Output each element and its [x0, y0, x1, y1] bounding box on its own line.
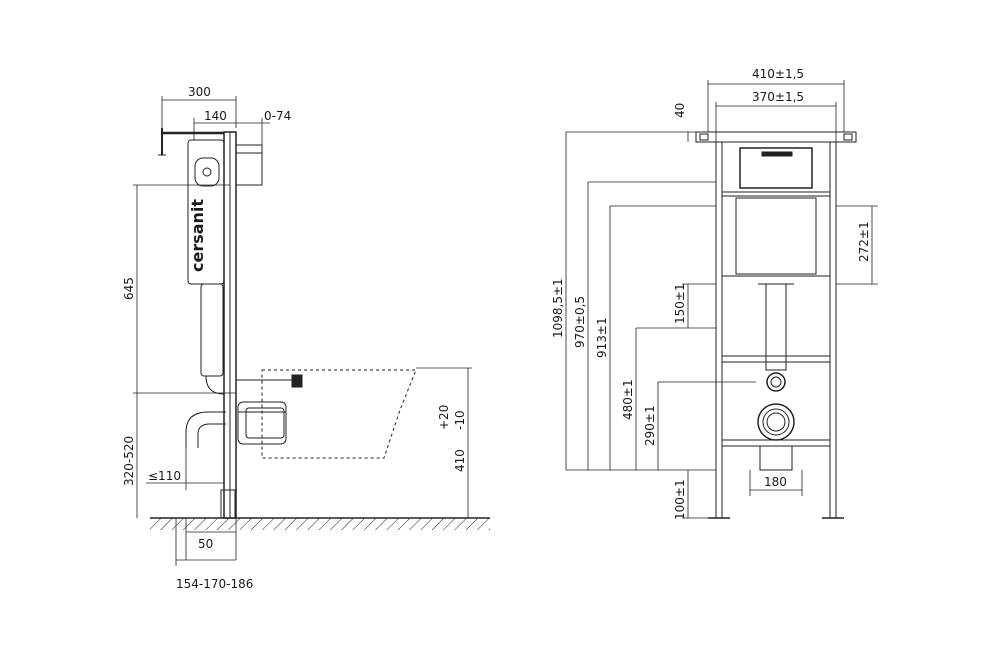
- dim-100: 100±1: [673, 479, 687, 520]
- brand-label: cersanit: [188, 199, 207, 272]
- dim-lines: [133, 96, 472, 566]
- dim-180: 180: [764, 475, 787, 489]
- floor-line: [150, 517, 490, 530]
- dim-410-width: 410±1,5: [752, 67, 804, 81]
- side-view: cersanit: [122, 85, 490, 591]
- dim-913: 913±1: [595, 317, 609, 358]
- dim-154-170-186: 154-170-186: [176, 577, 253, 591]
- dim-40: 40: [673, 103, 687, 118]
- dim-370-width: 370±1,5: [752, 90, 804, 104]
- dim-480: 480±1: [621, 379, 635, 420]
- dim-1098: 1098,5±1: [551, 278, 565, 338]
- dim-970: 970±0,5: [573, 296, 587, 348]
- dim-tol-plus: +20: [437, 405, 451, 430]
- dim-0-74: 0-74: [264, 109, 291, 123]
- front-cistern: [721, 141, 831, 277]
- wall-bracket: [158, 128, 224, 156]
- dim-50: 50: [198, 537, 213, 551]
- cistern: [187, 139, 263, 395]
- dim-272: 272±1: [857, 221, 871, 262]
- frame-profile: [220, 131, 237, 519]
- central-pipe: [758, 283, 794, 371]
- top-rail: [695, 131, 857, 143]
- drain-fittings: [757, 372, 795, 471]
- dim-300: 300: [188, 85, 211, 99]
- dim-645: 645: [122, 277, 136, 300]
- front-dim-lines: [565, 80, 878, 519]
- front-view: 410±1,5 370±1,5 40 1098,5±1 970±0,5 913±…: [551, 67, 878, 520]
- dim-320-520: 320-520: [122, 436, 136, 486]
- dim-140: 140: [204, 109, 227, 123]
- dim-410: 410: [453, 449, 467, 472]
- dim-150: 150±1: [673, 283, 687, 324]
- dim-tol-minus: -10: [453, 410, 467, 430]
- dim-290: 290±1: [643, 405, 657, 446]
- dim-110: ≤110: [148, 469, 181, 483]
- toilet-bowl-outline: [236, 369, 417, 459]
